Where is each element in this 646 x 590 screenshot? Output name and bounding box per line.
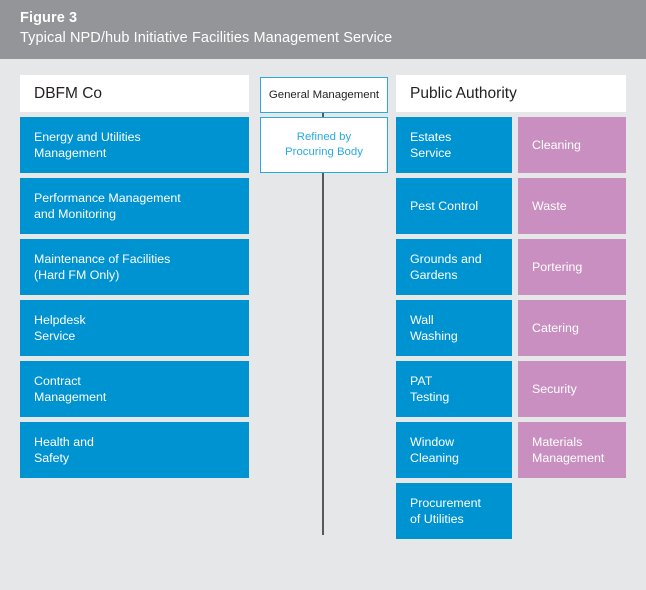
public-authority-pink-item-4[interactable]: Security: [518, 361, 626, 417]
dbfm-item-1-label: Performance Management and Monitoring: [34, 190, 181, 222]
dbfm-item-4[interactable]: Contract Management: [20, 361, 249, 417]
public-authority-blue-item-4-label: PAT Testing: [410, 373, 450, 405]
dbfm-item-5[interactable]: Health and Safety: [20, 422, 249, 478]
figure-header: Figure 3 Typical NPD/hub Initiative Faci…: [0, 0, 646, 59]
public-authority-pink-item-2[interactable]: Portering: [518, 239, 626, 295]
general-management-label: General Management: [268, 88, 380, 101]
figure-body: DBFM Co Energy and Utilities Management …: [0, 59, 646, 590]
public-authority-pink-item-0[interactable]: Cleaning: [518, 117, 626, 173]
column-header-dbfm-label: DBFM Co: [34, 84, 103, 102]
public-authority-blue-item-6-label: Procurement of Utilities: [410, 495, 481, 527]
dbfm-item-0[interactable]: Energy and Utilities Management: [20, 117, 249, 173]
dbfm-item-5-label: Health and Safety: [34, 434, 94, 466]
public-authority-pink-item-4-label: Security: [532, 381, 577, 396]
dbfm-item-3-label: Helpdesk Service: [34, 312, 86, 344]
dbfm-item-0-label: Energy and Utilities Management: [34, 129, 141, 161]
column-header-dbfm: DBFM Co: [20, 75, 249, 112]
refined-by-procuring-body-box[interactable]: Refined by Procuring Body: [260, 117, 388, 173]
public-authority-pink-item-1[interactable]: Waste: [518, 178, 626, 234]
public-authority-pink-item-1-label: Waste: [532, 198, 567, 213]
dbfm-item-1[interactable]: Performance Management and Monitoring: [20, 178, 249, 234]
dbfm-item-2[interactable]: Maintenance of Facilities (Hard FM Only): [20, 239, 249, 295]
public-authority-blue-item-3[interactable]: Wall Washing: [396, 300, 512, 356]
dbfm-item-2-label: Maintenance of Facilities (Hard FM Only): [34, 251, 171, 283]
public-authority-pink-item-3[interactable]: Catering: [518, 300, 626, 356]
dbfm-item-3[interactable]: Helpdesk Service: [20, 300, 249, 356]
public-authority-blue-item-2[interactable]: Grounds and Gardens: [396, 239, 512, 295]
public-authority-blue-item-0[interactable]: Estates Service: [396, 117, 512, 173]
public-authority-blue-item-4[interactable]: PAT Testing: [396, 361, 512, 417]
public-authority-blue-item-0-label: Estates Service: [410, 129, 452, 161]
figure-title: Typical NPD/hub Initiative Facilities Ma…: [20, 30, 393, 46]
public-authority-pink-item-5-label: Materials Management: [532, 434, 605, 466]
dbfm-item-4-label: Contract Management: [34, 373, 107, 405]
column-header-public-authority-label: Public Authority: [410, 84, 517, 102]
figure-label: Figure 3: [20, 10, 78, 26]
public-authority-pink-item-2-label: Portering: [532, 259, 583, 274]
general-management-box[interactable]: General Management: [260, 77, 388, 113]
public-authority-blue-item-5[interactable]: Window Cleaning: [396, 422, 512, 478]
public-authority-pink-item-3-label: Catering: [532, 320, 579, 335]
public-authority-blue-item-5-label: Window Cleaning: [410, 434, 459, 466]
public-authority-pink-item-0-label: Cleaning: [532, 137, 581, 152]
public-authority-blue-item-1[interactable]: Pest Control: [396, 178, 512, 234]
connector-line: [322, 113, 325, 535]
public-authority-blue-item-1-label: Pest Control: [410, 198, 479, 213]
column-header-public-authority: Public Authority: [396, 75, 626, 112]
refined-by-procuring-body-label: Refined by Procuring Body: [285, 131, 363, 158]
public-authority-blue-item-2-label: Grounds and Gardens: [410, 251, 482, 283]
public-authority-blue-item-3-label: Wall Washing: [410, 312, 458, 344]
public-authority-pink-item-5[interactable]: Materials Management: [518, 422, 626, 478]
public-authority-blue-item-6[interactable]: Procurement of Utilities: [396, 483, 512, 539]
